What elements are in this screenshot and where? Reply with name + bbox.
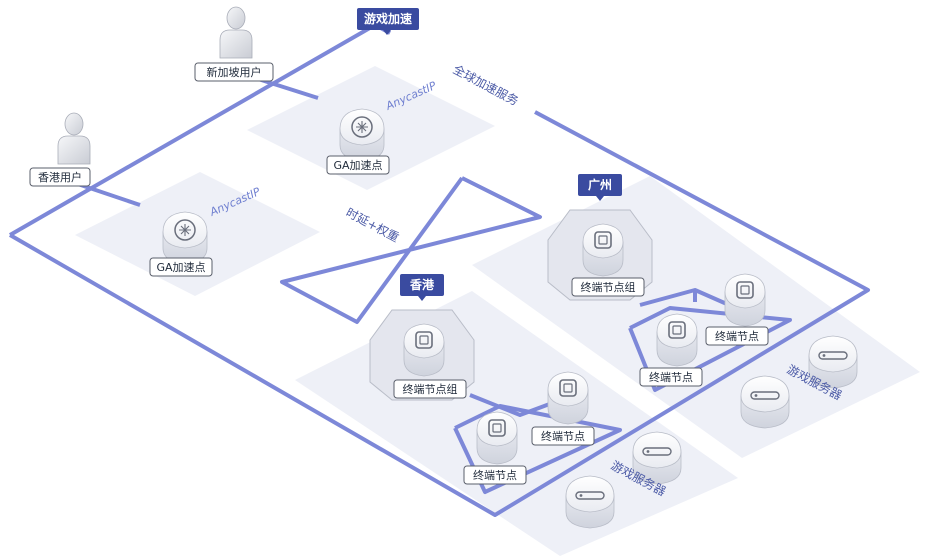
hk-badge: 香港 (400, 274, 444, 301)
gz-badge-text: 广州 (588, 177, 612, 192)
gz-node-b: 终端节点 (705, 273, 769, 346)
hk-server-2 (565, 475, 615, 529)
hk-node-b-text: 终端节点 (541, 429, 585, 443)
routing-policy-label: 时延+权重 (344, 205, 402, 245)
gz-node-a: 终端节点 (639, 313, 703, 387)
hongkong-user-text: 香港用户 (38, 170, 82, 184)
gz-node-group: 终端节点组 (547, 209, 653, 301)
sg-ga-label: GA加速点 (326, 155, 390, 175)
singapore-user (219, 6, 253, 59)
gz-node-b-text: 终端节点 (715, 329, 759, 343)
hk-ga-text: GA加速点 (156, 261, 205, 274)
hk-ga-icon (162, 211, 208, 265)
sg-ga-text: GA加速点 (333, 159, 382, 172)
gz-badge: 广州 (578, 174, 622, 201)
hongkong-user-label: 香港用户 (29, 167, 91, 187)
gz-group-text: 终端节点组 (581, 280, 636, 294)
sg-ga-icon (339, 108, 385, 162)
gz-node-a-text: 终端节点 (649, 370, 693, 384)
hongkong-user (57, 112, 91, 165)
hk-badge-text: 香港 (409, 277, 435, 292)
hk-node-group: 终端节点组 (369, 309, 475, 401)
hk-node-a-text: 终端节点 (473, 468, 517, 482)
global-service-label: 全球加速服务 (451, 61, 522, 108)
game-accel-badge-text: 游戏加速 (364, 11, 412, 26)
hk-ga-label: GA加速点 (149, 257, 213, 277)
game-accel-badge: 游戏加速 (357, 8, 419, 35)
hk-node-b: 终端节点 (531, 371, 595, 446)
hk-node-a: 终端节点 (463, 411, 527, 485)
hk-group-text: 终端节点组 (403, 382, 458, 396)
singapore-user-text: 新加坡用户 (207, 65, 262, 79)
gz-server-2 (740, 375, 790, 429)
singapore-user-label: 新加坡用户 (194, 62, 274, 82)
